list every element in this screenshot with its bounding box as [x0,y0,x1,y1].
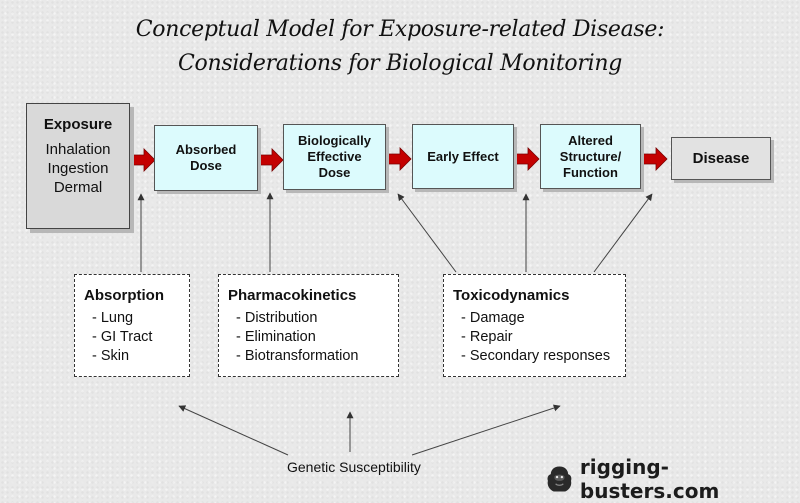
absorption-heading: Absorption [84,287,164,304]
flow-arrow-absorbed-to-bio [258,148,284,172]
flow-arrow-early-to-altered [514,147,540,171]
exposure-heading: Exposure [43,116,113,133]
gorilla-logo-icon [547,466,572,492]
altered-structure-label: Function [563,164,618,180]
watermark-text: rigging-busters.com [579,455,720,503]
disease-label: Disease [692,150,750,167]
exposure-box: Exposure Inhalation Ingestion Dermal [26,103,130,229]
bio-dose-label: Effective [307,149,362,164]
biologically-effective-dose-box: Biologically Effective Dose [283,124,386,190]
exposure-route: Ingestion [47,160,109,177]
toxicodynamics-list: - Damage - Repair - Secondary responses [453,309,625,366]
list-item: - Lung [92,310,134,326]
arrow-genetic-to-toxicodynamics [411,404,561,456]
list-item: - Skin [92,348,130,364]
arrow-genetic-to-absorption [178,405,289,456]
list-item: - Distribution [236,310,318,326]
pharmacokinetics-box: Pharmacokinetics - Distribution - Elimin… [218,274,399,377]
flow-arrow-exposure-to-absorbed [130,148,156,172]
flow-arrow-bio-to-early [386,147,412,171]
altered-structure-label: Structure/ [559,148,622,164]
list-item: - Damage [461,310,525,326]
absorption-box: Absorption - Lung - GI Tract - Skin [74,274,190,377]
absorption-list: - Lung - GI Tract - Skin [84,309,189,366]
watermark: rigging-busters.com [545,455,800,503]
altered-structure-label: Altered [568,132,613,148]
disease-box: Disease [671,137,771,180]
pharmacokinetics-list: - Distribution - Elimination - Biotransf… [228,309,398,366]
list-item: - Elimination [236,329,316,345]
absorbed-dose-label: Dose [190,158,222,173]
title-line-2: Considerations for Biological Monitoring [178,51,622,76]
toxicodynamics-box: Toxicodynamics - Damage - Repair - Secon… [443,274,626,377]
title-line-1: Conceptual Model for Exposure-related Di… [135,17,665,42]
list-item: - Repair [461,329,513,345]
early-effect-label: Early Effect [427,148,499,164]
arrow-td-to-bio-dose [397,193,457,273]
list-item: - GI Tract [92,329,153,345]
exposure-route: Inhalation [45,141,111,158]
exposure-route: Dermal [53,179,103,196]
early-effect-box: Early Effect [412,124,514,189]
absorbed-dose-label: Absorbed [175,142,237,157]
arrow-td-to-altered-structure [593,193,653,273]
altered-structure-function-box: Altered Structure/ Function [540,124,641,189]
genetic-susceptibility-label: Genetic Susceptibility [287,459,421,475]
absorbed-dose-box: Absorbed Dose [154,125,258,191]
bio-dose-label: Biologically [298,133,371,148]
flow-arrow-altered-to-disease [642,147,668,171]
list-item: - Secondary responses [461,348,611,364]
list-item: - Biotransformation [236,348,359,364]
toxicodynamics-heading: Toxicodynamics [453,287,570,304]
bio-dose-label: Dose [318,165,351,180]
pharmacokinetics-heading: Pharmacokinetics [228,287,357,304]
